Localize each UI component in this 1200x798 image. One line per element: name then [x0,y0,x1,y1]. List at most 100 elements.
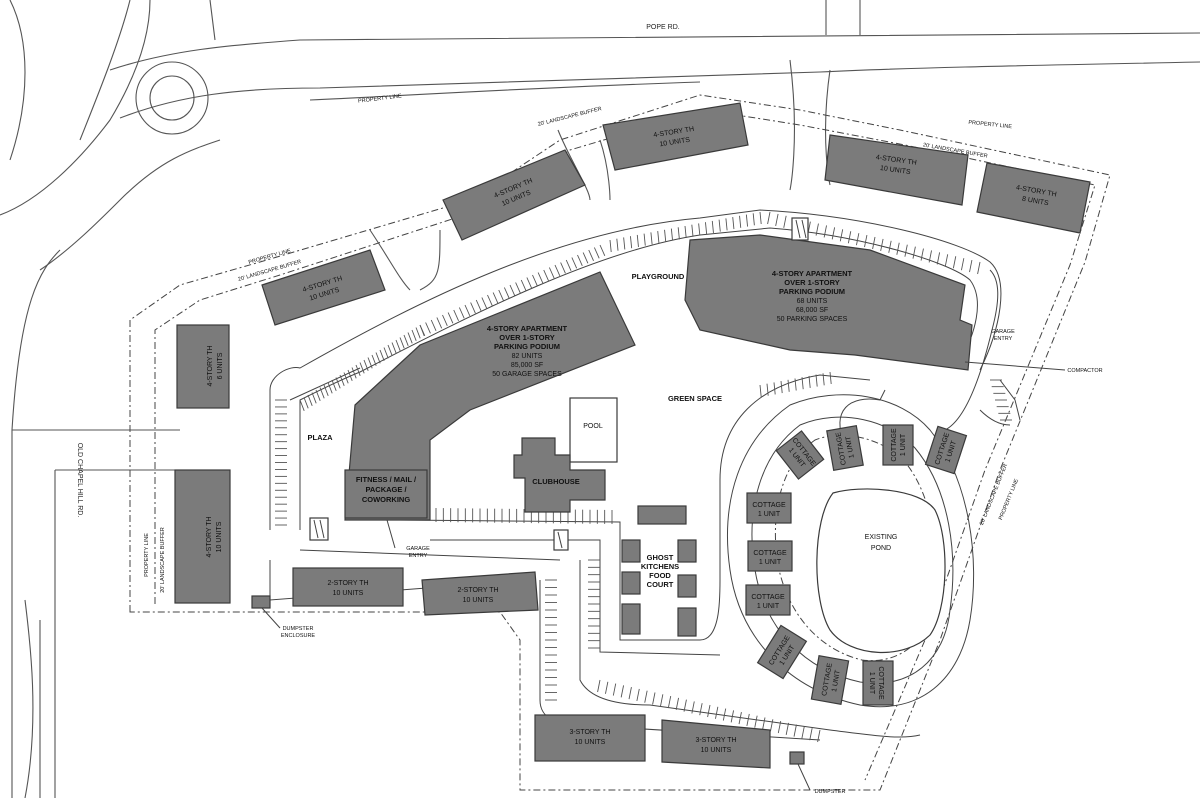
parking-stall-line [787,379,790,392]
cottage-9: COTTAGE 1 UNIT [810,655,850,705]
apt-right-line4: 68 UNITS [797,298,828,305]
fitness-building: FITNESS / MAIL / PACKAGE / COWORKING [344,469,428,519]
parking-stall-line [335,377,341,389]
parking-stall-line [829,371,832,385]
parking-stall-line [815,374,818,387]
parking-stall-line [593,247,600,259]
existing-pond-label-2: POND [871,545,891,552]
apt-right-line6: 50 PARKING SPACES [777,316,848,323]
parking-stall-line [436,317,443,329]
parking-stall-line [311,392,317,404]
parking-stall-line [612,683,617,696]
cottage-7-title: COTTAGE [751,594,785,601]
parking-stall-line [730,710,735,723]
parking-stall-line [498,289,504,301]
th-left-vert-2: 4-STORY TH 10 UNITS [174,469,231,604]
parking-stall-line [823,225,827,238]
parking-stall-line [801,726,805,739]
parking-stall-line [588,249,594,261]
road-labels: POPE RD. OLD CHAPEL HILL RD. [76,24,680,517]
parking-stall-line [548,267,555,279]
parking-stall-line [623,237,626,250]
parking-stall-line [904,244,908,257]
parking-stall-line [880,238,884,252]
parking-stall-line [699,703,703,716]
cottage-10: COTTAGE 1 UNIT [862,660,894,706]
parking-stall-line [537,272,544,284]
parking-stall-line [331,379,337,391]
parking-stall-line [411,329,417,341]
parking-stall-line [481,297,488,309]
th3-b-title: 3-STORY TH [695,737,736,744]
parking-stalls [275,211,1012,743]
parking-stall-line [815,223,819,236]
parking-stall-line [415,327,421,339]
parking-stall-line [327,382,333,394]
parking-stall-line [582,252,589,264]
plaza-label: PLAZA [308,433,334,442]
parking-stall-line [691,701,695,714]
th3-a-title: 3-STORY TH [569,729,610,736]
parking-stall-line [526,277,533,289]
parking-stall-line [395,339,401,351]
cottage-8: COTTAGE 1 UNIT [756,624,808,680]
apt-right-line1: 4-STORY APARTMENT [772,269,853,278]
garage-entry-right-1: GARAGE [991,329,1015,335]
th-left-vert-1-units: 6 UNITS [217,352,224,379]
parking-stall-line [371,354,377,366]
parking-stall-line [783,215,787,228]
parking-stall-line [670,228,674,241]
parking-stall-line [675,697,680,710]
parking-stall-line [520,279,527,291]
parking-stall-line [809,728,813,741]
parking-stall-line [822,373,825,386]
parking-stall-line [315,389,321,401]
th2-a: 2-STORY TH 10 UNITS [292,567,404,607]
parking-stall-line [560,262,566,274]
parking-stall-line [319,387,325,399]
parking-stall-line [793,724,797,737]
garage-entry-left-2: ENTRY [409,553,428,559]
cottage-5: COTTAGE 1 UNIT [746,492,792,524]
parking-stall-line [969,259,973,273]
th-left-upper: 4-STORY TH 10 UNITS [261,249,386,326]
parking-stall-line [944,254,949,267]
th2-b-units: 10 UNITS [463,597,494,604]
parking-stall-line [745,214,749,227]
parking-stall-line [766,383,769,396]
parking-stall-line [375,352,381,364]
apt-center-line3: PARKING PODIUM [494,342,560,351]
parking-stall-line [383,347,389,359]
parking-stall-line [754,715,758,728]
parking-stall-line [299,399,305,411]
parking-stall-line [817,729,821,743]
landscape-buffer-label-4: 20' LANDSCAPE BUFFER [160,527,166,593]
parking-stall-line [307,394,313,406]
parking-stall-line [605,681,609,694]
parking-stall-line [609,239,612,253]
parking-stall-line [367,357,373,369]
parking-stall-line [554,264,561,276]
parking-stall-line [896,242,900,255]
parking-stall-line [565,259,572,271]
th2-b-title: 2-STORY TH [457,587,498,594]
parking-stall-line [698,223,701,236]
parking-stall-line [399,337,405,349]
parking-stall-line [912,246,916,259]
parking-stall-line [677,227,680,240]
parking-stall-line [391,342,397,354]
parking-stall-line [620,685,625,698]
parking-stall-line [323,384,329,396]
parking-stall-line [363,359,369,371]
cottage-9-units: 1 UNIT [831,669,842,693]
parking-stall-line [487,294,493,306]
th-left-vert-2-units: 10 UNITS [216,521,223,552]
parking-stall-line [775,213,779,227]
parking-stall-line [762,717,766,730]
property-line-label-4: PROPERTY LINE [144,533,150,577]
th2-a-title: 2-STORY TH [327,580,368,587]
parking-stall-line [920,248,924,261]
cottage-10-units: 1 UNIT [868,672,875,695]
garage-entry-right-2: ENTRY [994,336,1013,342]
parking-stall-line [442,314,448,326]
